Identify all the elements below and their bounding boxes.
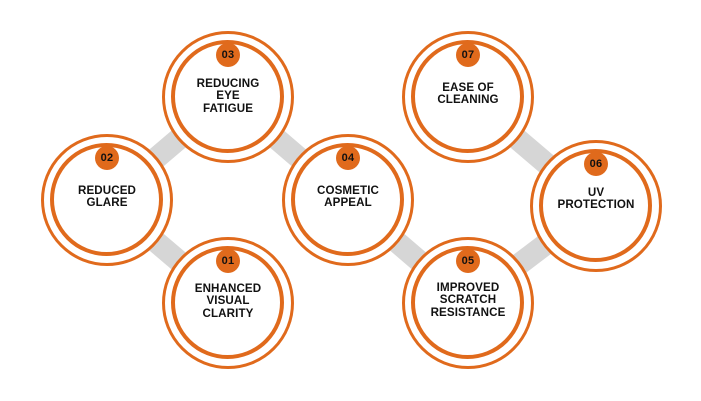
feature-node-05: 05 IMPROVED SCRATCH RESISTANCE (402, 237, 534, 369)
node-number-badge: 04 (336, 146, 360, 170)
label-line: REDUCING (196, 77, 260, 90)
label-line: COSMETIC (317, 184, 379, 197)
node-number-badge: 06 (584, 152, 608, 176)
feature-node-01: 01 ENHANCED VISUAL CLARITY (162, 237, 294, 369)
label-line: APPEAL (324, 196, 372, 210)
feature-node-07: 07 EASE OF CLEANING (402, 31, 534, 163)
label-line: ENHANCED (194, 282, 262, 295)
label-line: RESISTANCE (430, 305, 506, 319)
node-label: REDUCED GLARE (55, 184, 159, 210)
node-label: UV PROTECTION (544, 186, 648, 212)
node-label: ENHANCED VISUAL CLARITY (176, 282, 280, 320)
label-line: UV (587, 186, 605, 199)
node-number-badge: 01 (216, 249, 240, 273)
node-number-badge: 02 (95, 146, 119, 170)
node-number-badge: 07 (456, 43, 480, 67)
feature-node-02: 02 REDUCED GLARE (41, 134, 173, 266)
label-line: CLEANING (437, 93, 499, 107)
feature-node-06: 06 UV PROTECTION (530, 140, 662, 272)
inner-ring (291, 143, 404, 256)
node-label: EASE OF CLEANING (416, 81, 520, 107)
feature-node-04: 04 COSMETIC APPEAL (282, 134, 414, 266)
label-line: IMPROVED (436, 281, 500, 294)
label-line: GLARE (86, 196, 128, 210)
label-line: EYE (216, 89, 240, 103)
node-number-badge: 03 (216, 43, 240, 67)
node-label: REDUCING EYE FATIGUE (176, 77, 280, 115)
node-label: COSMETIC APPEAL (296, 184, 400, 210)
label-line: SCRATCH (439, 293, 497, 307)
label-line: REDUCED (77, 184, 137, 197)
label-line: VISUAL (206, 294, 250, 308)
label-line: CLARITY (202, 306, 254, 320)
label-line: PROTECTION (557, 198, 635, 212)
label-line: FATIGUE (202, 101, 254, 115)
feature-node-03: 03 REDUCING EYE FATIGUE (162, 31, 294, 163)
node-label: IMPROVED SCRATCH RESISTANCE (416, 281, 520, 319)
label-line: EASE OF (442, 81, 494, 94)
node-number-badge: 05 (456, 249, 480, 273)
